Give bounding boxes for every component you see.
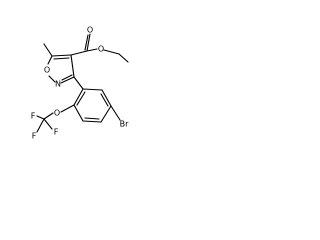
- bond-c4-c5: [51, 54, 72, 57]
- bond-ethyl-ch3-ch2: [118, 53, 129, 63]
- bond-c3-phenyl: [73, 76, 84, 90]
- atom-ester-o-carbonyl: O: [87, 26, 93, 35]
- atom-fluorine-bottom: F: [32, 132, 37, 141]
- atom-fluorine-left: F: [31, 112, 36, 121]
- bond-ph-6-1-inner: [76, 91, 86, 106]
- bond-c4-c5-inner: [53, 57, 70, 60]
- bond-carbonyl-double-b: [84, 34, 89, 51]
- atom-ester-o-ether: O: [98, 45, 104, 54]
- bond-ph-6-1: [73, 88, 84, 106]
- bond-ethyl-ch2-o: [103, 49, 120, 55]
- bond-c5-methyl: [43, 43, 53, 57]
- bond-ph-2-3: [101, 89, 112, 107]
- bond-o-n: [48, 75, 56, 83]
- atom-bromine: Br: [120, 120, 129, 129]
- bond-ph-o: [60, 104, 75, 113]
- bond-cf3-f-bottom: [36, 118, 45, 133]
- bond-ph-1-2: [82, 88, 103, 91]
- bond-n-c3-inner: [61, 74, 73, 81]
- bond-ph-2-3-inner: [100, 93, 109, 107]
- atom-ocf3-o: O: [54, 109, 60, 118]
- bond-cf3-f-left: [36, 115, 45, 120]
- atom-isoxazole-o: O: [44, 66, 50, 75]
- bond-carbonyl-c4: [70, 50, 88, 56]
- bond-c5-o: [47, 55, 53, 65]
- bond-c3-c4: [70, 54, 75, 78]
- bonds: [36, 33, 129, 133]
- molecule-diagram: O O O N Br O F F F: [31, 26, 129, 141]
- atom-fluorine-right: F: [54, 128, 59, 137]
- bond-o-cf3: [43, 112, 54, 120]
- bond-ph-4-5: [82, 120, 102, 123]
- bond-carbonyl-double-a: [86, 33, 91, 52]
- bond-n-c3: [60, 76, 75, 84]
- bond-cf3-f-right: [43, 118, 53, 130]
- atom-isoxazole-n: N: [55, 80, 61, 89]
- bond-ph-4-5-inner: [84, 117, 100, 120]
- bond-ph-3-4: [100, 105, 112, 123]
- atom-labels: O O O N Br O F F F: [31, 26, 129, 141]
- bond-ph-5-6: [73, 104, 84, 122]
- bond-ph-br: [110, 105, 121, 121]
- bond-o-carbonyl-c: [86, 48, 98, 52]
